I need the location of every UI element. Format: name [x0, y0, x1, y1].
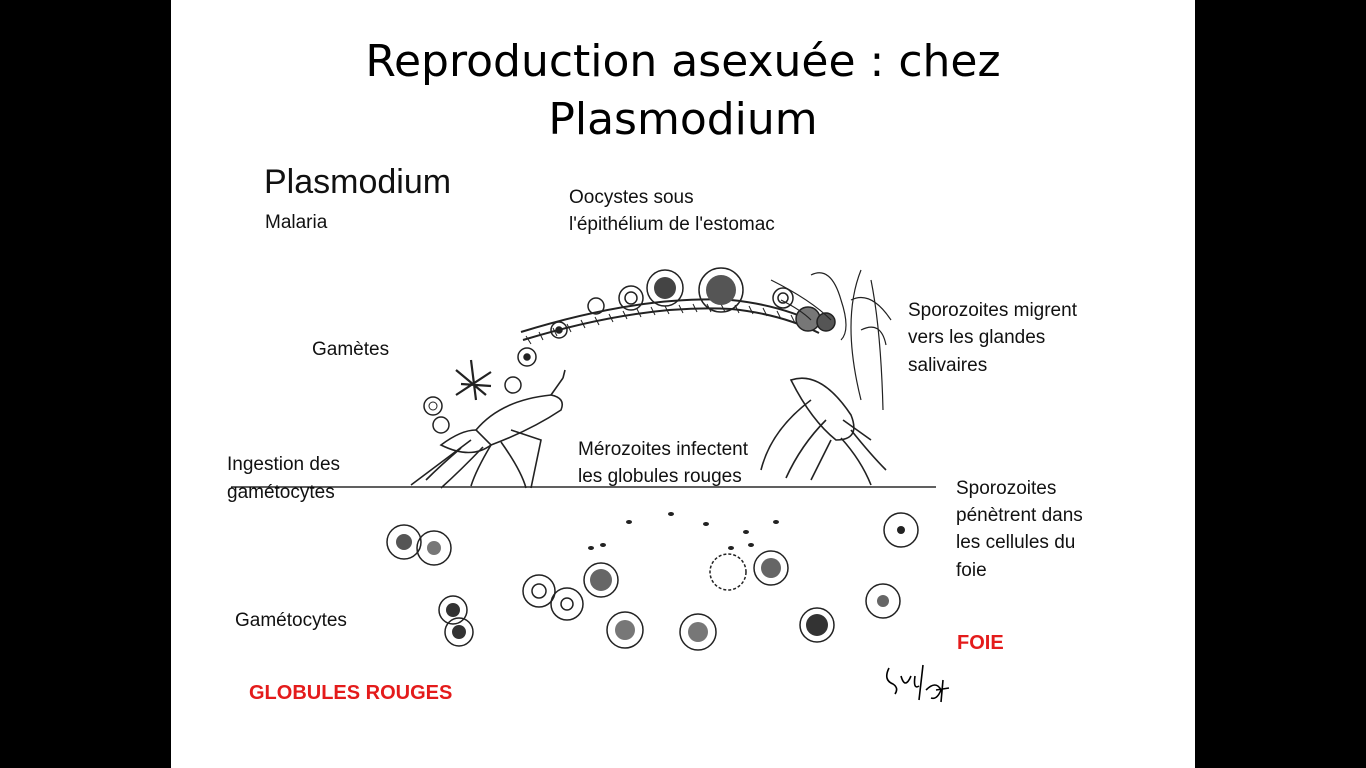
label-oocysts-line-2: l'épithélium de l'estomac	[569, 214, 775, 235]
merozoites	[588, 512, 779, 550]
plasmodium-life-cycle-illustration	[231, 267, 950, 703]
label-foie: FOIE	[957, 632, 1004, 654]
label-sporozoites-migrate-line-2: vers les glandes	[908, 327, 1046, 348]
mosquito-left	[410, 369, 566, 489]
label-sporozoites-enter-line-1: Sporozoites	[956, 478, 1057, 499]
label-sporozoites-enter-line-3: les cellules du	[956, 532, 1076, 553]
label-ingestion-line-2: gamétocytes	[227, 482, 335, 503]
slide-title-line-2: Plasmodium	[548, 94, 818, 145]
oocysts	[550, 267, 836, 339]
label-merozoites-line-2: les globules rouges	[578, 466, 742, 487]
slide-title: Reproduction asexuée : chez Plasmodium	[171, 33, 1195, 149]
label-ingestion-line-1: Ingestion des	[227, 454, 341, 475]
label-oocysts-line-1: Oocystes sous	[569, 187, 694, 208]
gametes	[423, 347, 537, 434]
red-blood-cells	[386, 512, 919, 651]
mosquito-right	[760, 269, 892, 486]
figure-heading: Plasmodium	[264, 163, 452, 201]
figure-subheading: Malaria	[265, 212, 328, 233]
slide: Reproduction asexuée : chez Plasmodium	[171, 0, 1195, 768]
artist-signature	[885, 664, 950, 703]
label-gametocytes: Gamétocytes	[235, 610, 347, 631]
slide-title-line-1: Reproduction asexuée : chez	[365, 36, 1001, 87]
label-sporozoites-enter-line-2: pénètrent dans	[956, 505, 1083, 526]
label-sporozoites-migrate-line-3: salivaires	[908, 355, 988, 376]
label-sporozoites-enter-line-4: foie	[956, 560, 987, 581]
label-sporozoites-migrate-line-1: Sporozoites migrent	[908, 300, 1077, 321]
salivary-glands	[770, 272, 847, 341]
label-gametes: Gamètes	[312, 339, 390, 360]
label-globules-rouges: GLOBULES ROUGES	[249, 682, 453, 704]
label-merozoites-line-1: Mérozoites infectent	[578, 439, 749, 460]
